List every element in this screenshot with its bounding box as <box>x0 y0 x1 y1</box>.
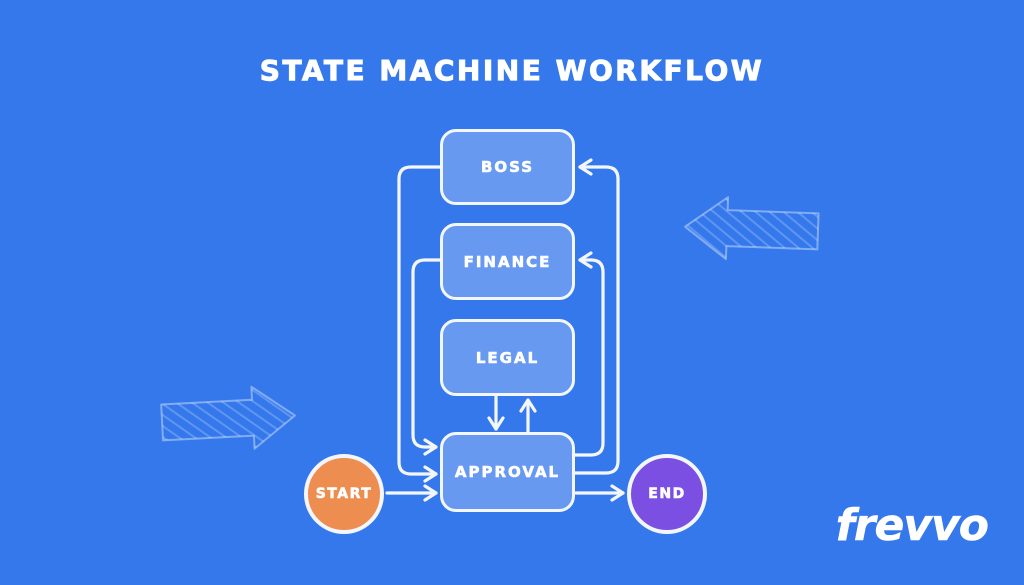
state-node-legal-label: LEGAL <box>475 348 540 367</box>
state-node-boss: BOSS <box>440 129 575 205</box>
edge-approval-to-finance <box>573 251 605 457</box>
state-node-start: START <box>304 454 384 534</box>
state-node-finance: FINANCE <box>440 223 575 300</box>
decorative-arrow-left-icon <box>684 196 820 261</box>
state-node-finance-label: FINANCE <box>463 252 552 271</box>
state-node-end-label: END <box>648 486 686 503</box>
state-node-boss-label: BOSS <box>480 158 535 177</box>
frevvo-logo: frevvo <box>835 500 989 552</box>
edge-boss-to-approval <box>397 165 442 483</box>
decorative-arrow-right-icon <box>160 385 296 450</box>
state-node-start-label: START <box>315 486 373 503</box>
state-node-end: END <box>627 454 707 534</box>
edge-approval-to-boss <box>573 158 620 475</box>
state-node-approval-label: APPROVAL <box>454 463 561 482</box>
page-title: STATE MACHINE WORKFLOW <box>259 54 765 88</box>
state-node-approval: APPROVAL <box>440 432 575 512</box>
edge-finance-to-approval <box>411 258 442 456</box>
state-node-legal: LEGAL <box>440 319 575 396</box>
